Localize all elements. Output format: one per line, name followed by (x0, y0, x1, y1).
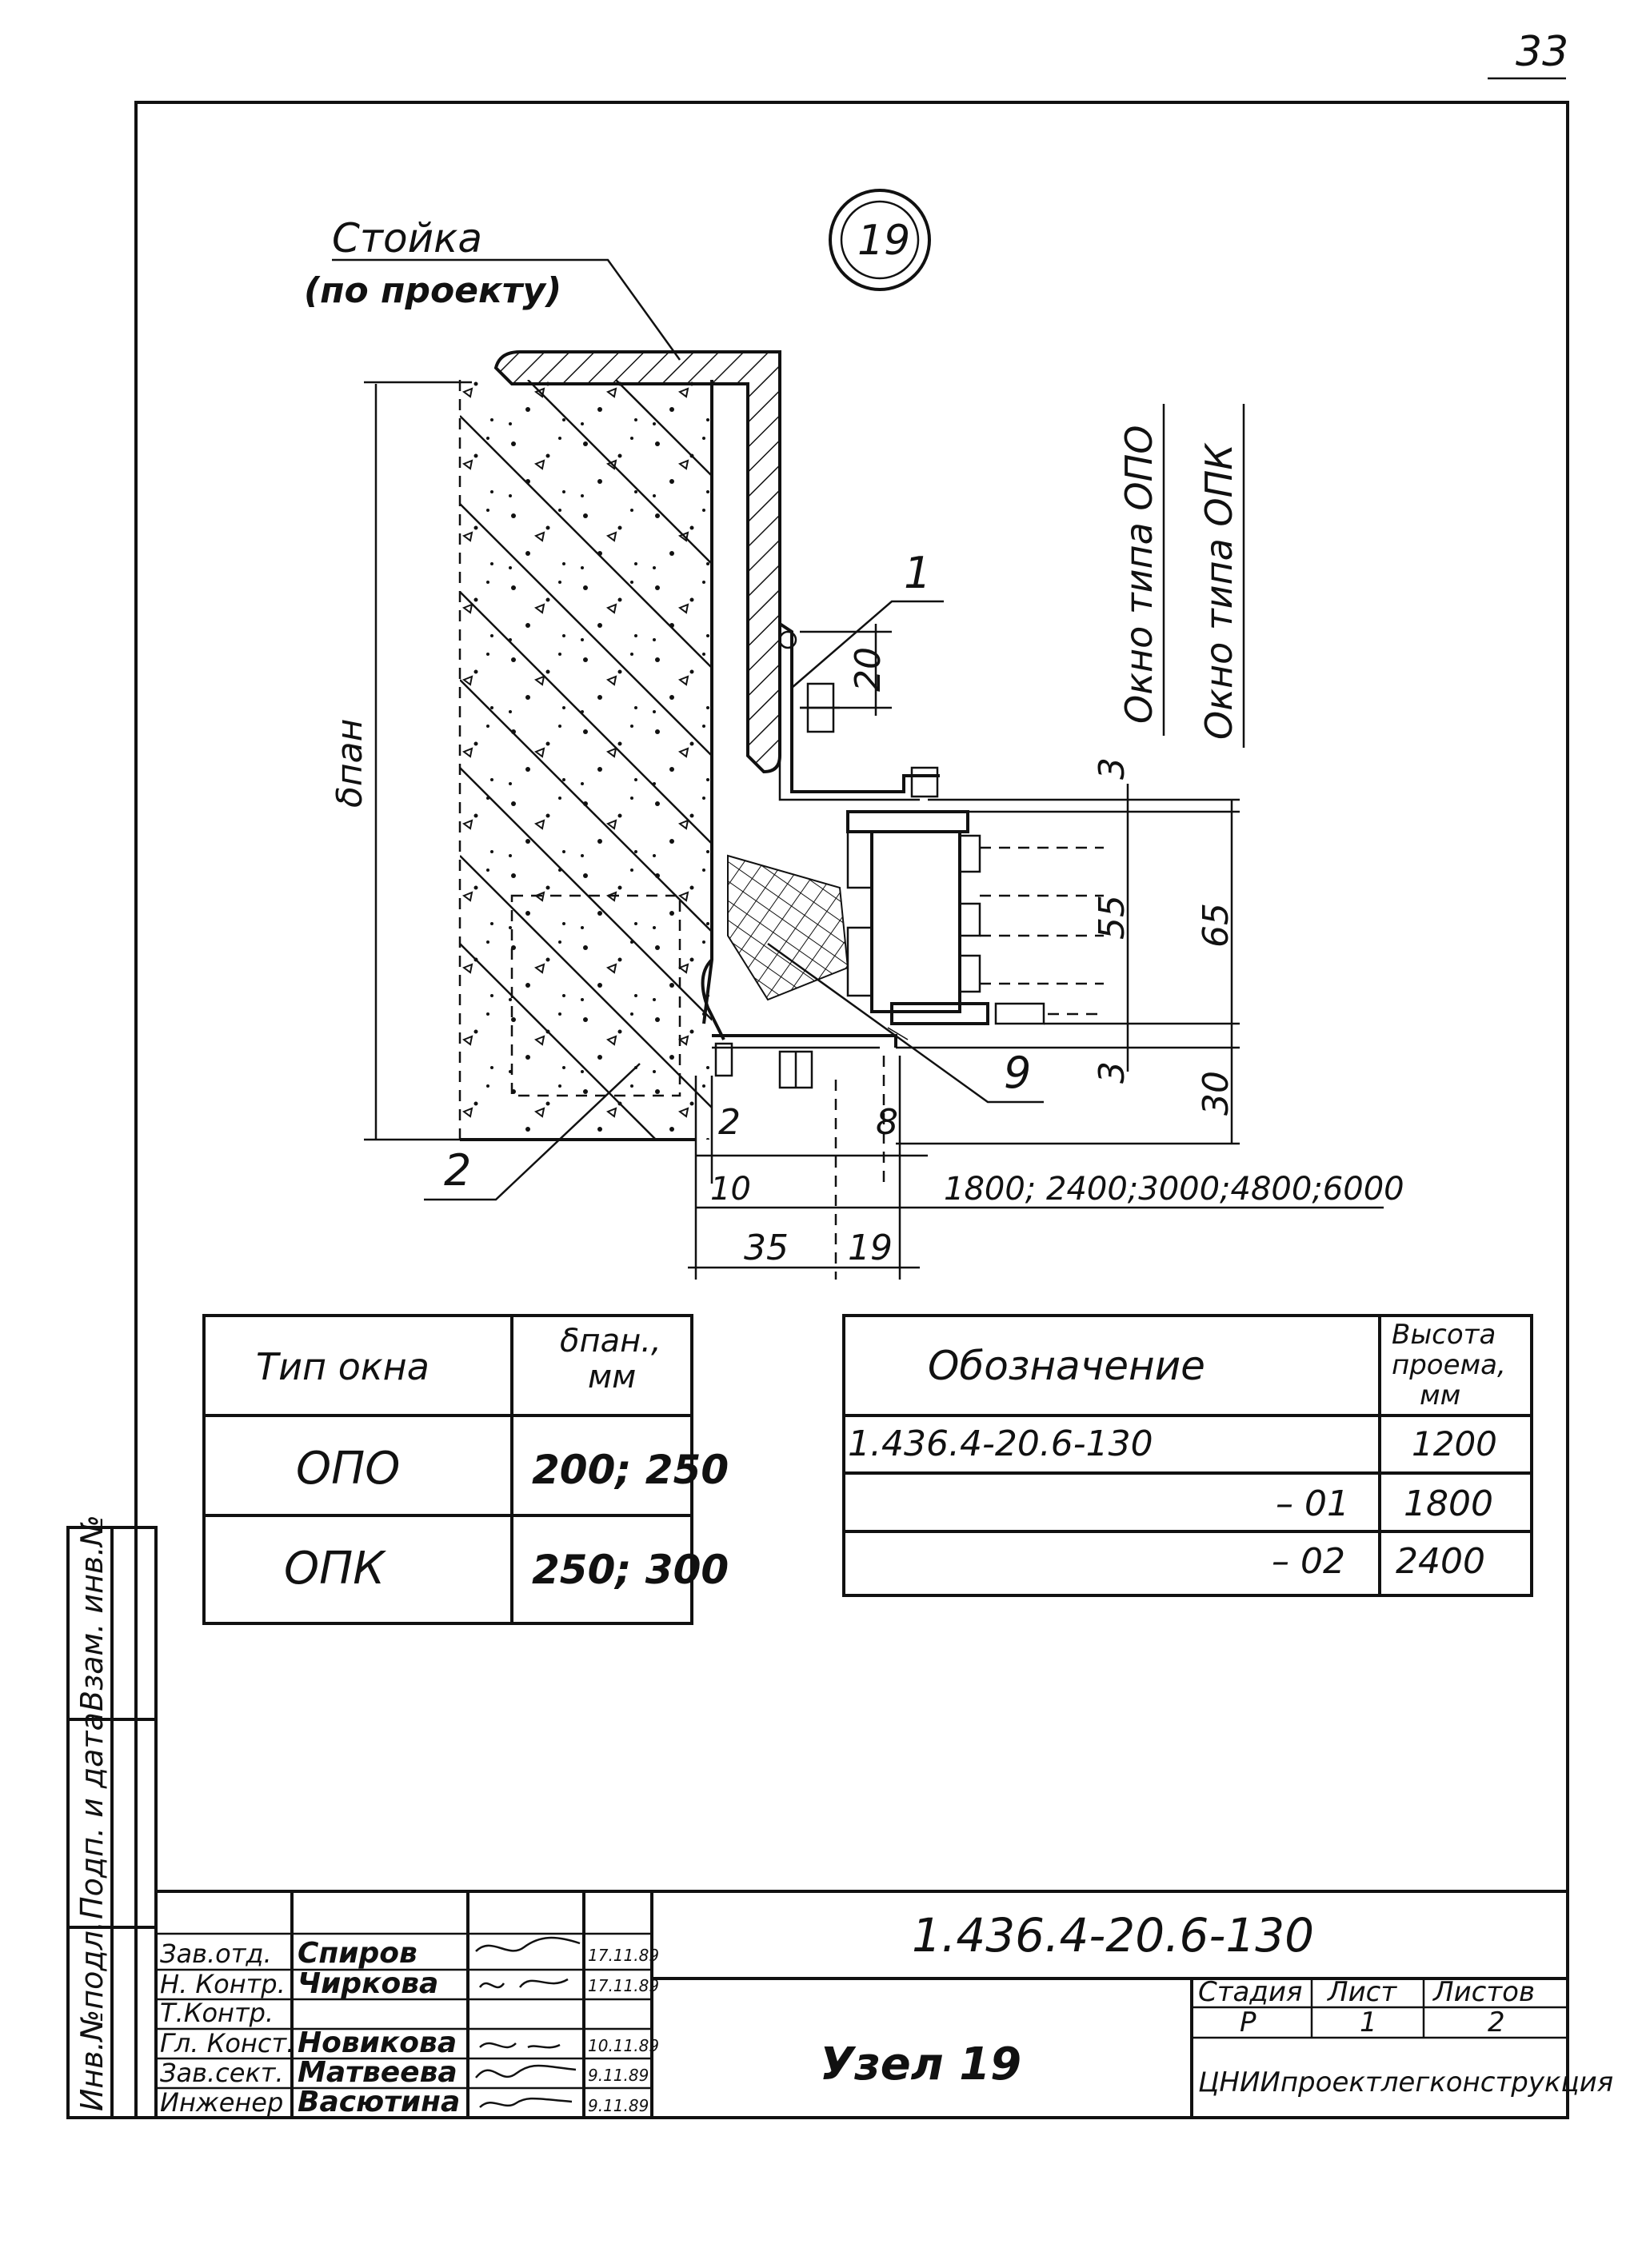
staff-role: Н. Контр. (160, 1969, 286, 1999)
sheet-label: Лист (1326, 1976, 1397, 2008)
table-header-thickness-unit: мм (588, 1359, 636, 1396)
dim-55: 55 (1092, 895, 1133, 940)
staff-date: 9.11.89 (588, 2066, 649, 2085)
dim-2: 2 (718, 1102, 741, 1143)
table-row-thickness: 250; 300 (532, 1547, 729, 1593)
staff-date: 17.11.89 (588, 1976, 659, 1995)
signature (479, 2097, 573, 2108)
dim-19: 19 (848, 1228, 893, 1268)
staff-date: 17.11.89 (588, 1946, 659, 1965)
sheets-value: 2 (1488, 2006, 1505, 2038)
wall-panel (458, 380, 713, 1141)
side-stamp-replace-inv: Взам. инв.№ (74, 1515, 110, 1711)
signature (475, 2064, 577, 2078)
staff-name: Матвеева (298, 2056, 457, 2089)
signature (479, 2042, 561, 2049)
panel-thickness-label: δпан (330, 719, 370, 808)
dim-3-top: 3 (1092, 757, 1133, 780)
table-row-height: 2400 (1396, 1541, 1485, 1582)
table-header-height: Высота (1392, 1319, 1496, 1351)
window-type-table: Тип окна δпан., мм ОПО 200; 250 ОПК 250;… (202, 1314, 729, 1625)
callout-1: 1 (904, 548, 931, 598)
dim-65: 65 (1196, 903, 1236, 948)
staff-date: 10.11.89 (588, 2036, 659, 2055)
staff-name: Спиров (298, 1937, 417, 1970)
sheet-title: Узел 19 (820, 2038, 1021, 2090)
sealant-mesh (727, 854, 849, 1001)
dim-3-bottom: 3 (1092, 1061, 1133, 1084)
table-row-thickness: 200; 250 (532, 1447, 729, 1493)
staff-date: 9.11.89 (588, 2096, 649, 2115)
table-header-designation: Обозначение (928, 1343, 1205, 1389)
window-type-opk: Окно типа ОПК (1197, 442, 1240, 740)
post-label-note: (по проекту) (304, 270, 561, 311)
dim-30: 30 (1196, 1071, 1236, 1116)
table-header-thickness: δпан., (560, 1323, 661, 1360)
table-row-type: ОПК (284, 1543, 386, 1595)
document-code: 1.436.4-20.6-130 (912, 1908, 1314, 1963)
dim-35: 35 (744, 1228, 789, 1268)
sheet-value: 1 (1360, 2006, 1377, 2038)
staff-role: Инженер (160, 2087, 283, 2118)
title-block: 1.436.4-20.6-130 Узел 19 ЦНИИпроектлегко… (156, 1890, 1613, 2118)
callout-2: 2 (444, 1145, 471, 1196)
table-row-designation: – 02 (1272, 1541, 1345, 1582)
table-row-designation: 1.436.4-20.6-130 (848, 1423, 1153, 1464)
signature (478, 1978, 569, 1989)
side-stamp-inv-orig: Инв.№подл. (74, 1921, 110, 2111)
side-stamp-sign-date: Подп. и дата (74, 1712, 110, 1919)
signature (475, 1936, 581, 1952)
side-stamp: Взам. инв.№ Подп. и дата Инв.№подл. (66, 1515, 158, 2119)
sheets-label: Листов (1432, 1976, 1535, 2008)
organization-name: ЦНИИпроектлегконструкция (1198, 2066, 1613, 2098)
sheet-frame (134, 101, 1569, 2119)
table-header-type: Тип окна (256, 1345, 429, 1388)
node-badge: 19 (829, 189, 931, 291)
staff-role: Т.Контр. (160, 1998, 274, 2028)
table-row-type: ОПО (296, 1443, 400, 1495)
node-badge-number: 19 (857, 217, 910, 265)
post-label: Стойка (332, 215, 482, 262)
dim-10: 10 (710, 1171, 751, 1208)
table-header-height-unit: мм (1420, 1380, 1460, 1412)
staff-role: Гл. Конст. (160, 2028, 294, 2058)
stage-label: Стадия (1198, 1976, 1302, 2008)
staff-role: Зав.сект. (160, 2058, 284, 2088)
dim-spans: 1800; 2400;3000;4800;6000 (944, 1171, 1404, 1208)
page-number: 33 (1516, 28, 1568, 76)
dim-8: 8 (876, 1102, 898, 1143)
window-type-opo: Окно типа ОПО (1117, 425, 1161, 724)
staff-name: Васютина (298, 2086, 460, 2118)
callout-9: 9 (1004, 1048, 1031, 1098)
designation-table: Обозначение Высота проема, мм 1.436.4-20… (842, 1314, 1533, 1597)
table-row-height: 1200 (1412, 1424, 1497, 1463)
table-row-height: 1800 (1404, 1483, 1493, 1524)
staff-name: Новикова (298, 2026, 457, 2059)
staff-role: Зав.отд. (160, 1939, 272, 1969)
stage-value: Р (1240, 2006, 1256, 2038)
table-row-designation: – 01 (1276, 1483, 1349, 1524)
window-frame-profile (846, 810, 1104, 1025)
table-header-height-2: проема, (1392, 1349, 1506, 1381)
staff-name: Чиркова (298, 1967, 438, 2000)
dim-20: 20 (848, 647, 889, 692)
